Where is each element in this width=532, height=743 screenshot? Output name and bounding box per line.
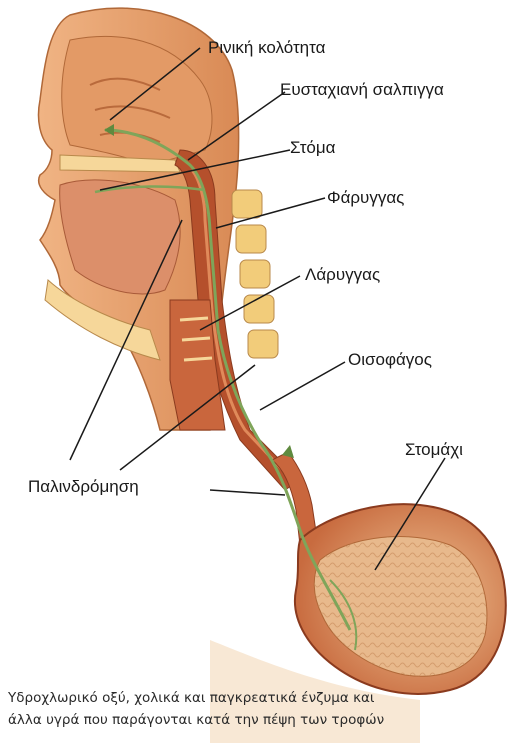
label-eustachian-tube: Ευσταχιανή σαλπιγγα xyxy=(280,80,444,100)
label-larynx: Λάρυγγας xyxy=(305,265,380,285)
caption-line-2: άλλα υγρά που παράγονται κατά την πέψη τ… xyxy=(8,712,528,728)
caption-line-1: Υδροχλωρικό οξύ, χολικά και παγκρεατικά … xyxy=(8,690,528,706)
label-stomach: Στομάχι xyxy=(405,440,463,460)
label-esophagus: Οισοφάγος xyxy=(348,350,432,370)
label-mouth: Στόμα xyxy=(290,138,336,158)
label-pharynx: Φάρυγγας xyxy=(327,188,404,208)
label-reflux: Παλινδρόμηση xyxy=(28,477,139,497)
cervical-spine xyxy=(232,190,278,358)
label-nasal-cavity: Ρινική κολότητα xyxy=(208,38,325,58)
